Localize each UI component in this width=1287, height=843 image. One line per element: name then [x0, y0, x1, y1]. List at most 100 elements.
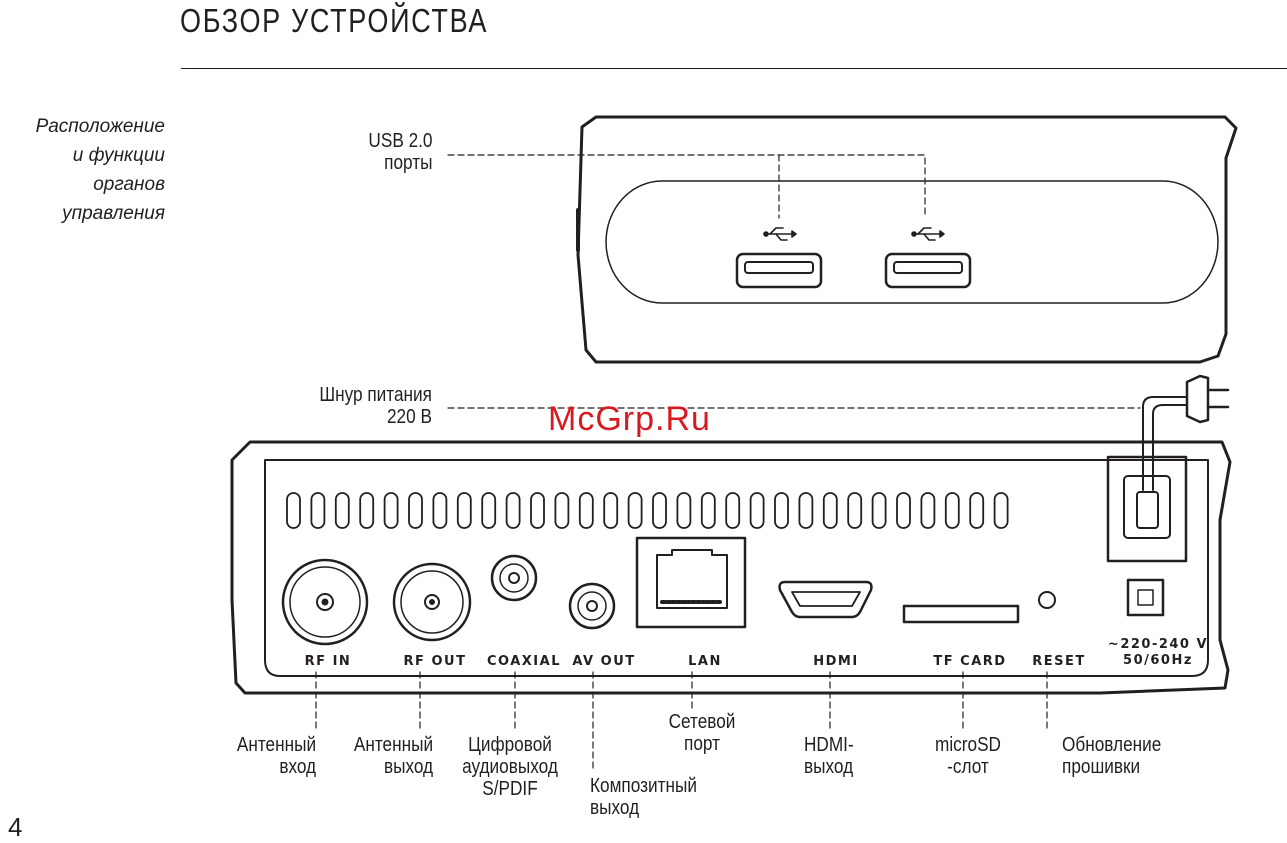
vent-slot: [505, 492, 521, 529]
usb-leader: [447, 154, 926, 219]
callout-leaders: [315, 671, 1048, 769]
caption-line: 220 В: [387, 406, 432, 428]
vent-slot: [481, 492, 497, 529]
vent-slot: [286, 492, 301, 529]
vent-slot: [530, 492, 545, 529]
rf-in-connector: [281, 558, 369, 646]
caption-line: прошивки: [1062, 756, 1141, 778]
caption-line: вход: [279, 756, 316, 778]
caption-line: Антенный: [353, 734, 433, 756]
section-caption-line: управления: [62, 203, 165, 224]
caption-line: Сетевой: [668, 711, 736, 733]
usb-icon: [763, 227, 797, 241]
callout-rf-out: Антенный выход: [354, 734, 433, 778]
caption-line: -слот: [947, 756, 989, 778]
rf-out-connector: [392, 562, 472, 642]
callout-lan: Сетевой порт: [650, 711, 753, 755]
port-label-coaxial: COAXIAL: [487, 654, 561, 669]
vent-slot: [652, 492, 667, 529]
power-plug-icon: [447, 374, 1230, 491]
vent-slot: [408, 492, 423, 529]
callout-coaxial: Цифровой аудиовыход S/PDIF: [450, 734, 570, 800]
port-label-tf-card: TF CARD: [933, 654, 1006, 669]
vent-slot: [822, 492, 838, 529]
coaxial-connector: [490, 554, 538, 602]
power-rating-label: 50/60Hz: [1123, 653, 1193, 668]
vent-slot: [627, 492, 643, 529]
vent-slot: [334, 492, 350, 529]
callout-reset: Обновление прошивки: [1062, 734, 1161, 778]
av-out-connector: [568, 582, 616, 630]
vent-slot: [554, 492, 570, 529]
usb-icon: [911, 227, 945, 241]
caption-line: аудиовыход: [462, 756, 558, 778]
vent-slot: [944, 492, 960, 529]
vent-slot: [456, 492, 472, 529]
caption-line: Композитный: [590, 775, 697, 797]
power-switch: [1126, 578, 1165, 617]
vent-slot: [700, 492, 716, 529]
caption-line: HDMI-: [804, 734, 854, 756]
vent-slot: [993, 492, 1009, 529]
caption-line: выход: [590, 797, 640, 819]
tf-card-slot: [902, 604, 1020, 624]
section-caption-line: и функции: [72, 145, 165, 166]
reset-button: [1038, 591, 1056, 609]
port-label-rf-out: RF OUT: [404, 654, 467, 669]
front-panel: [576, 115, 1238, 364]
callout-hdmi: HDMI- выход: [804, 734, 854, 778]
port-label-lan: LAN: [688, 654, 722, 669]
caption-line: порт: [684, 733, 720, 755]
vent-slot: [603, 492, 619, 529]
page-title: ОБЗОР УСТРОЙСТВА: [180, 2, 489, 39]
vent-slot: [969, 492, 985, 529]
usb-port-2: [884, 252, 972, 289]
vent-slot: [749, 492, 765, 529]
watermark: McGrp.Ru: [548, 400, 711, 438]
power-inlet: [1106, 455, 1188, 563]
caption-line: Цифровой: [468, 734, 552, 756]
callout-rf-in: Антенный вход: [237, 734, 316, 778]
caption-line: USB 2.0: [367, 130, 432, 152]
port-label-av-out: AV OUT: [572, 654, 635, 669]
port-label-reset: RESET: [1032, 654, 1086, 669]
rear-panel: [230, 440, 1232, 695]
power-rating-label: ~220-240 V: [1108, 637, 1208, 652]
vent-slot: [359, 492, 375, 529]
vent-slot: [774, 492, 789, 529]
vent-slots: [286, 492, 1009, 529]
lan-connector: [635, 536, 747, 629]
section-caption: Расположение и функции органов управлени…: [0, 112, 165, 228]
caption-line: выход: [804, 756, 854, 778]
vent-slot: [432, 492, 448, 529]
title-divider: [181, 68, 1287, 69]
hdmi-connector: [778, 580, 873, 619]
vent-slot: [676, 492, 692, 529]
vent-slot: [871, 492, 887, 529]
section-caption-line: органов: [93, 174, 165, 195]
page-number: 4: [8, 812, 23, 842]
section-caption-line: Расположение: [35, 116, 165, 137]
port-label-rf-in: RF IN: [305, 654, 352, 669]
vent-slot: [920, 492, 936, 529]
caption-line: Обновление: [1062, 734, 1162, 756]
caption-line: порты: [383, 152, 432, 174]
power-cord-caption: Шнур питания 220 В: [319, 384, 432, 428]
caption-line: Антенный: [236, 734, 316, 756]
vent-slot: [896, 492, 911, 529]
caption-line: Шнур питания: [319, 384, 432, 406]
caption-line: выход: [383, 756, 433, 778]
vent-slot: [578, 492, 594, 529]
vent-slot: [310, 492, 326, 529]
vent-slot: [847, 492, 863, 529]
vent-slot: [798, 492, 814, 529]
caption-line: microSD: [935, 734, 1001, 756]
port-label-hdmi: HDMI: [813, 654, 858, 669]
vent-slot: [383, 492, 399, 529]
usb-port-1: [735, 252, 823, 289]
caption-line: S/PDIF: [482, 778, 538, 800]
vent-slot: [725, 492, 741, 529]
callout-av-out: Композитный выход: [590, 775, 697, 819]
callout-tf-card: microSD -слот: [920, 734, 1016, 778]
